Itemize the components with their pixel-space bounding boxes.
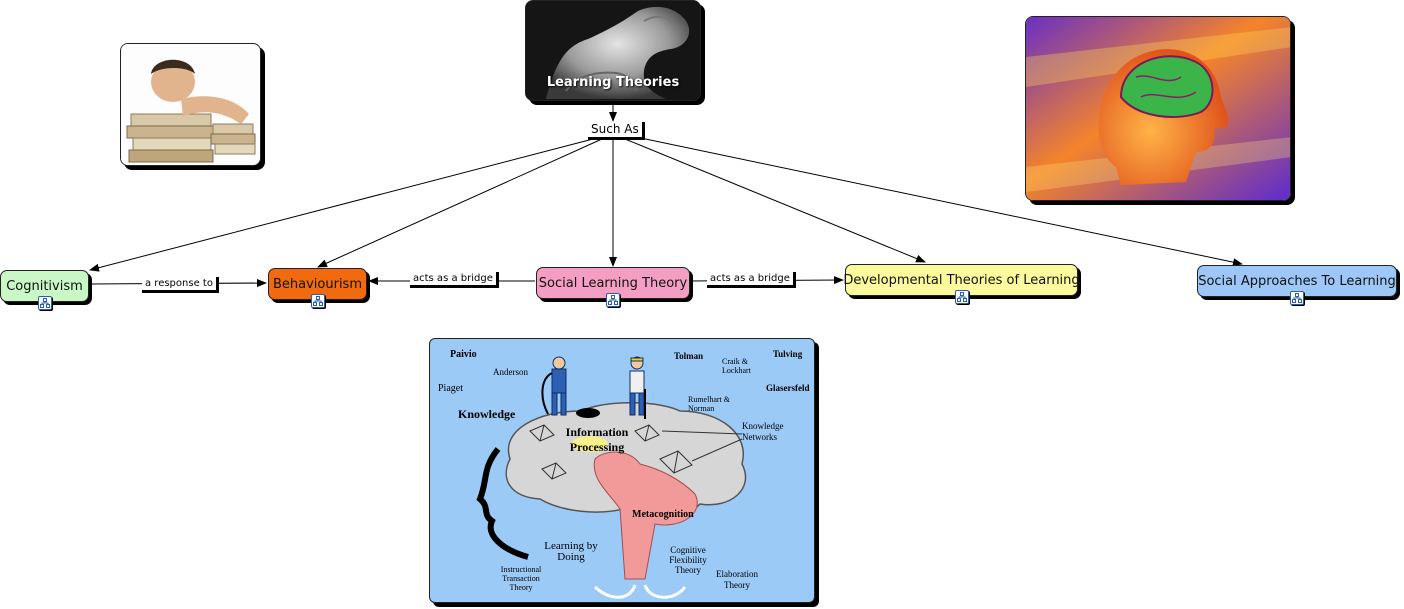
link-to-behaviourism xyxy=(317,138,603,268)
label-metacognition: Metacognition xyxy=(632,509,694,520)
name-paivio: Paivio xyxy=(450,349,477,360)
link-to-cognitivism xyxy=(89,138,594,272)
link-label-response-to[interactable]: a response to xyxy=(142,277,219,293)
concept-social-learning-theory[interactable]: Social Learning Theory xyxy=(536,267,690,307)
label-instructional-transaction: Instructional Transaction Theory xyxy=(500,565,542,592)
label-information-processing: Information Processing xyxy=(565,425,629,454)
concept-cognitivism[interactable]: Cognitivism xyxy=(0,270,89,310)
concept-behaviourism-label: Behaviourism xyxy=(272,276,362,292)
label-elaboration-theory: Elaboration Theory xyxy=(716,569,758,590)
concept-developmental-theories[interactable]: Developmental Theories of Learning xyxy=(843,264,1080,304)
name-piaget: Piaget xyxy=(438,383,463,394)
label-learning-by-doing: Learning by Doing xyxy=(544,540,598,563)
name-glasersfeld: Glasersfeld xyxy=(766,383,810,393)
link-label-bridge-left[interactable]: acts as a bridge xyxy=(410,272,499,288)
root-title: Learning Theories xyxy=(546,75,680,90)
colorful-brain-image xyxy=(1025,16,1291,201)
name-tulving: Tulving xyxy=(773,349,803,359)
root-learning-theories[interactable]: Learning Theories xyxy=(525,0,701,101)
submap-icon[interactable] xyxy=(954,290,969,304)
concept-behaviourism[interactable]: Behaviourism xyxy=(268,268,367,308)
concept-cognitivism-label: Cognitivism xyxy=(6,278,83,294)
information-processing-illustration: Paivio Anderson Piaget Tolman Craik & Lo… xyxy=(429,338,815,603)
name-anderson: Anderson xyxy=(493,367,528,377)
concept-developmental-label: Developmental Theories of Learning xyxy=(843,272,1080,288)
label-knowledge: Knowledge xyxy=(458,407,516,421)
submap-icon[interactable] xyxy=(37,296,52,310)
label-knowledge-networks: Knowledge Networks xyxy=(742,421,784,442)
submap-icon[interactable] xyxy=(606,293,620,307)
concept-social-approaches[interactable]: Social Approaches To Learning xyxy=(1197,265,1397,305)
link-label-bridge-right[interactable]: acts as a bridge xyxy=(707,272,796,288)
name-rumelhart-norman: Rumelhart & Norman xyxy=(688,395,730,413)
submap-icon[interactable] xyxy=(1290,291,1304,305)
concept-social-approaches-label: Social Approaches To Learning xyxy=(1198,273,1396,289)
sleeping-student-image xyxy=(120,43,261,166)
submap-icon[interactable] xyxy=(310,294,325,308)
name-craik-lockhart: Craik & Lockhart xyxy=(722,357,751,375)
link-to-developmental xyxy=(624,138,926,263)
such-as-linker[interactable]: Such As xyxy=(588,122,645,140)
name-tolman: Tolman xyxy=(674,351,704,361)
thinker-statue-image xyxy=(526,1,700,100)
label-cognitive-flexibility: Cognitive Flexibility Theory xyxy=(669,545,707,575)
link-to-social-approaches xyxy=(635,136,1243,267)
concept-social-learning-label: Social Learning Theory xyxy=(538,275,688,291)
